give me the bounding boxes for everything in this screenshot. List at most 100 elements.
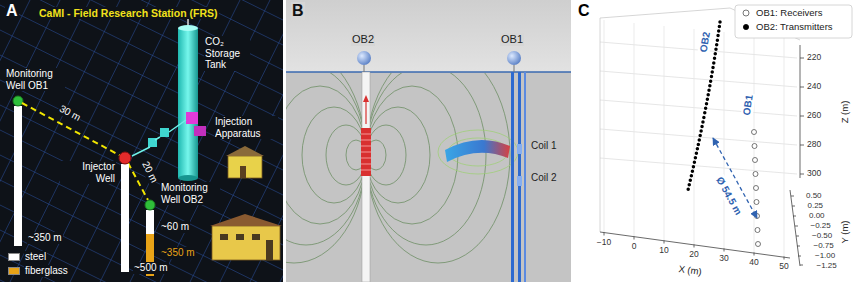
z-axis xyxy=(800,45,801,178)
well-head xyxy=(119,152,131,164)
apparatus-label: Injection Apparatus xyxy=(214,116,278,139)
injection-apparatus xyxy=(186,112,198,124)
axis-tick: 10 xyxy=(658,246,669,256)
cable xyxy=(514,65,515,72)
distance-arrow xyxy=(713,138,757,218)
well-label: Monitoring Well OB1 xyxy=(5,68,65,91)
legend-item: OB1: Receivers xyxy=(741,8,824,19)
field-line xyxy=(366,107,430,203)
axis-tick: 20 xyxy=(688,250,699,260)
axis-tick: 0.00 xyxy=(808,211,826,220)
axis-tick: 0.50 xyxy=(805,191,823,200)
site-building xyxy=(210,214,282,226)
receiver-coil xyxy=(517,144,522,154)
axis-tick: 220 xyxy=(806,53,822,63)
panel-a xyxy=(0,0,283,282)
site-grid xyxy=(0,0,283,282)
y-axis xyxy=(790,190,800,266)
site-grid xyxy=(0,0,283,282)
steel-casing xyxy=(121,164,129,272)
legend-swatch xyxy=(8,253,20,261)
receiver-point xyxy=(754,200,759,205)
legend-label: OB2: Transmitters xyxy=(755,22,834,33)
storage-tank xyxy=(178,175,198,181)
receiver-point xyxy=(752,130,757,135)
axis-tick: 40 xyxy=(748,258,759,268)
coil-label: Coil 2 xyxy=(530,172,558,184)
legend-item: fiberglass xyxy=(8,265,69,277)
transmitter-coil xyxy=(361,134,371,170)
axis-tick: −0.50 xyxy=(811,231,833,240)
panel-ground xyxy=(286,0,571,282)
sky-band xyxy=(286,0,571,72)
depth-label: ~350 m xyxy=(160,247,196,259)
legend-swatch xyxy=(8,267,20,275)
axis-tick: −10 xyxy=(596,238,612,248)
legend-label: steel xyxy=(24,251,47,263)
legend-item: steel xyxy=(8,251,47,263)
steel-casing xyxy=(14,106,22,246)
depth-label: ~350 m xyxy=(27,232,63,244)
site-building xyxy=(240,166,246,178)
panel-ground xyxy=(572,0,858,282)
axis-tick: 280 xyxy=(806,140,822,150)
receiver-point xyxy=(756,242,761,247)
site-building xyxy=(212,226,280,260)
well-label: Injector Well xyxy=(60,161,116,184)
injection-apparatus xyxy=(194,126,206,136)
steel-casing xyxy=(146,210,154,234)
well-label: OB1 xyxy=(500,33,524,46)
distance-line xyxy=(22,103,121,156)
axis-tick: −0.25 xyxy=(810,221,832,230)
co2-plume xyxy=(445,140,510,162)
axis-tick: 240 xyxy=(806,82,822,92)
depth-label: ~500 m xyxy=(133,262,169,274)
receiver-coil xyxy=(517,176,522,186)
axis-tick-mark xyxy=(800,58,804,174)
well-head xyxy=(13,96,23,106)
receiver-point xyxy=(753,158,758,163)
axis-tick: 50 xyxy=(778,262,789,272)
field-lines xyxy=(286,73,518,263)
axis-tick: −0.75 xyxy=(813,241,835,250)
field-line xyxy=(286,86,366,224)
wellhead-sphere xyxy=(357,51,371,65)
well-casing xyxy=(524,72,526,282)
storage-tank xyxy=(178,28,198,178)
panel-letter: A xyxy=(5,2,19,20)
axis-tick: −1.25 xyxy=(816,261,838,270)
receiver-points xyxy=(752,130,761,247)
secondary-field-line xyxy=(438,130,518,174)
injection-pipe xyxy=(132,120,186,156)
site-building xyxy=(226,146,264,156)
field-line xyxy=(366,73,486,245)
legend-marker xyxy=(743,25,748,30)
field-line xyxy=(366,86,458,224)
legend-marker xyxy=(741,22,751,32)
plot-grid xyxy=(600,42,797,174)
ground-surface xyxy=(286,71,571,73)
axis-tick: −1.00 xyxy=(814,251,836,260)
storage-tank xyxy=(178,25,198,31)
panel-letter: B xyxy=(291,2,305,20)
depth-label: ~60 m xyxy=(160,221,190,233)
injection-apparatus xyxy=(160,128,169,137)
site-building xyxy=(220,234,273,260)
axis-tick-mark xyxy=(604,233,784,260)
receiver-point xyxy=(752,144,757,149)
legend-marker xyxy=(741,8,751,18)
field-line xyxy=(286,73,366,263)
axis-tick-mark xyxy=(791,196,803,265)
axis-title: Z (m) xyxy=(840,100,851,125)
well-head xyxy=(145,200,155,210)
axis-tick: 30 xyxy=(718,254,729,264)
legend-label: fiberglass xyxy=(24,265,69,277)
well-casing xyxy=(511,72,514,282)
axis-tick: 260 xyxy=(806,111,822,121)
well-label: OB2 xyxy=(351,33,375,46)
well-casing xyxy=(518,72,521,282)
axis-tick: 300 xyxy=(806,169,822,179)
receiver-point xyxy=(754,186,759,191)
tank-label: CO₂ Storage Tank xyxy=(204,36,250,71)
